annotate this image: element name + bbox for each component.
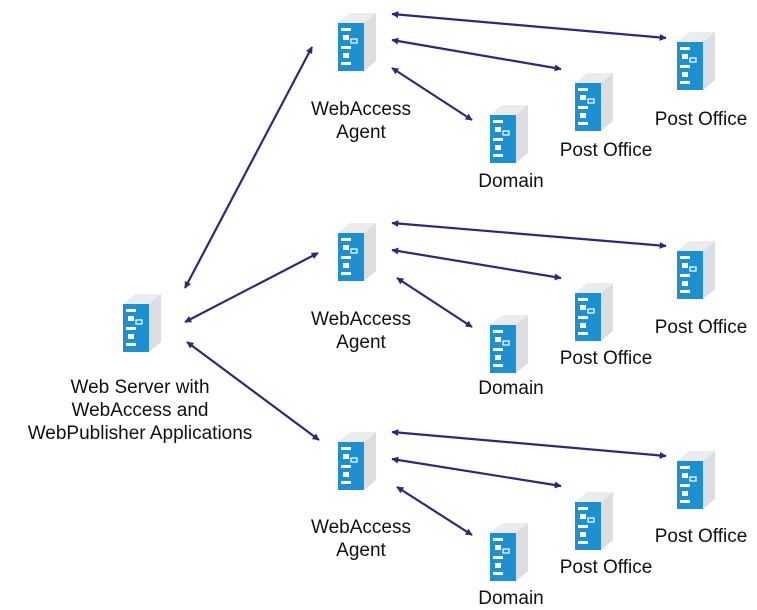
arrow-agent1-domain: [391, 67, 473, 121]
web-server-label: Web Server with WebAccess and WebPublish…: [28, 376, 253, 445]
arrow-agent2-postoffice-near: [391, 247, 562, 281]
postoffice-near-3-server-icon: [574, 491, 614, 551]
agent-3-label: WebAccess Agent: [311, 516, 411, 562]
domain-2-label: Domain: [478, 378, 544, 399]
domain-3-server-icon: [489, 522, 529, 582]
postoffice-near-2-server-icon: [574, 282, 614, 342]
arrow-agent1-postoffice-far: [391, 11, 667, 41]
agent-label-line: Agent: [336, 332, 386, 353]
domain-3-label: Domain: [478, 588, 544, 609]
arrow-agent1-postoffice-near: [391, 37, 562, 72]
agent-label-line: Agent: [336, 122, 386, 143]
arrow-agent3-postoffice-far: [391, 429, 667, 459]
arrow-agent2-postoffice-far: [391, 220, 667, 249]
arrow-agent3-postoffice-near: [391, 456, 562, 489]
web-server-icon: [122, 293, 162, 353]
agent-2-server-icon: [337, 222, 377, 282]
connections: [184, 11, 667, 536]
postoffice-near-1-label: Post Office: [559, 140, 653, 161]
arrow-agent2-domain: [396, 277, 473, 328]
postoffice-near-3-label: Post Office: [559, 557, 653, 578]
agent-label-line: WebAccess: [311, 517, 411, 538]
agent-1-server-icon: [337, 12, 377, 72]
domain-1-label: Domain: [478, 171, 544, 192]
postoffice-far-3-server-icon: [676, 450, 716, 510]
web-server-label-line: WebAccess and: [71, 400, 209, 421]
postoffice-far-2-label: Post Office: [654, 317, 748, 338]
agent-label-line: WebAccess: [311, 309, 411, 330]
arrow-webserver-agent-2: [184, 252, 319, 323]
postoffice-far-1-label: Post Office: [654, 109, 748, 130]
arrow-webserver-agent-1: [184, 46, 313, 289]
postoffice-near-2-label: Post Office: [559, 348, 653, 369]
postoffice-far-1-server-icon: [676, 31, 716, 91]
domain-2-server-icon: [489, 314, 529, 374]
arrow-agent3-domain: [396, 486, 473, 536]
domain-1-server-icon: [489, 104, 529, 164]
postoffice-near-1-server-icon: [574, 72, 614, 132]
arrow-webserver-agent-3: [186, 341, 320, 441]
web-server-label-line: WebPublisher Applications: [27, 423, 253, 444]
agent-3-server-icon: [337, 431, 377, 491]
postoffice-far-2-server-icon: [676, 240, 716, 300]
agent-label-line: WebAccess: [311, 99, 411, 120]
agent-label-line: Agent: [336, 540, 386, 561]
agent-2-label: WebAccess Agent: [311, 308, 411, 354]
web-server-label-line: Web Server with: [70, 377, 210, 398]
agent-1-label: WebAccess Agent: [311, 98, 411, 144]
postoffice-far-3-label: Post Office: [654, 526, 748, 547]
